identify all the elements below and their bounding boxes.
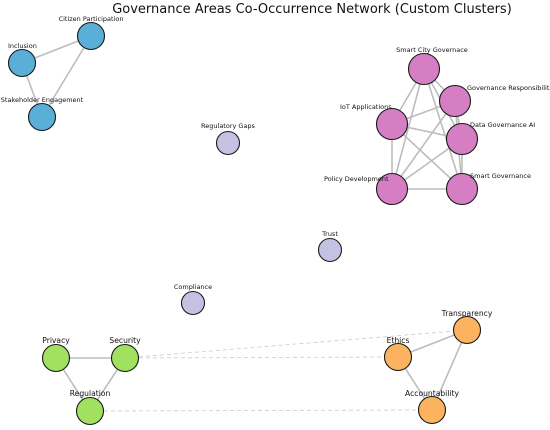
node-stakeholder[interactable] <box>27 102 57 132</box>
edge-citizen-stakeholder <box>41 35 92 118</box>
diagram-title: Governance Areas Co-Occurrence Network (… <box>112 2 512 17</box>
node-label-policy: Policy Development <box>324 175 389 183</box>
node-trust[interactable] <box>317 237 343 263</box>
node-policy[interactable] <box>375 172 409 206</box>
node-layer <box>7 21 482 426</box>
node-label-regulation: Regulation <box>70 389 111 398</box>
node-label-stakeholder: Stakeholder Engagement <box>1 96 84 104</box>
node-compliance[interactable] <box>180 290 206 316</box>
node-transparency[interactable] <box>452 315 482 345</box>
node-smartgov[interactable] <box>445 172 479 206</box>
edge-smartcity-smartgov <box>423 68 463 190</box>
edge-govresp-policy <box>391 100 456 190</box>
node-security[interactable] <box>110 343 140 373</box>
node-dataai[interactable] <box>445 122 479 156</box>
node-label-inclusion: Inclusion <box>8 42 37 50</box>
edge-regulation-accountability <box>89 409 433 412</box>
node-label-compliance: Compliance <box>174 283 212 291</box>
node-label-trust: Trust <box>321 230 338 238</box>
node-label-smartgov: Smart Governance <box>470 172 531 180</box>
node-iot[interactable] <box>375 107 409 141</box>
node-label-govresp: Governance Responsibilities <box>467 84 550 92</box>
edge-smartcity-policy <box>391 68 425 190</box>
node-accountability[interactable] <box>417 395 447 425</box>
node-regulation[interactable] <box>75 396 105 426</box>
node-label-accountability: Accountability <box>405 389 459 398</box>
edge-transparency-accountability <box>431 329 468 411</box>
node-ethics[interactable] <box>383 342 413 372</box>
node-label-reggaps: Regulatory Gaps <box>201 122 256 130</box>
node-label-ethics: Ethics <box>387 336 410 345</box>
node-label-citizen: Citizen Participation <box>59 15 124 23</box>
label-layer: Citizen ParticipationInclusionStakeholde… <box>1 15 550 398</box>
node-label-dataai: Data Governance AI <box>470 121 535 129</box>
node-citizen[interactable] <box>76 21 106 51</box>
node-label-security: Security <box>109 336 141 345</box>
node-label-smartcity: Smart City Governace <box>396 46 468 54</box>
node-smartcity[interactable] <box>407 52 441 86</box>
edge-security-transparency <box>124 329 468 359</box>
node-label-privacy: Privacy <box>42 336 70 345</box>
node-label-iot: IoT Applications <box>340 103 392 111</box>
node-inclusion[interactable] <box>7 48 37 78</box>
node-label-transparency: Transparency <box>441 309 493 318</box>
edge-security-ethics <box>124 356 399 359</box>
node-govresp[interactable] <box>438 84 472 118</box>
node-privacy[interactable] <box>41 343 71 373</box>
node-reggaps[interactable] <box>215 130 241 156</box>
